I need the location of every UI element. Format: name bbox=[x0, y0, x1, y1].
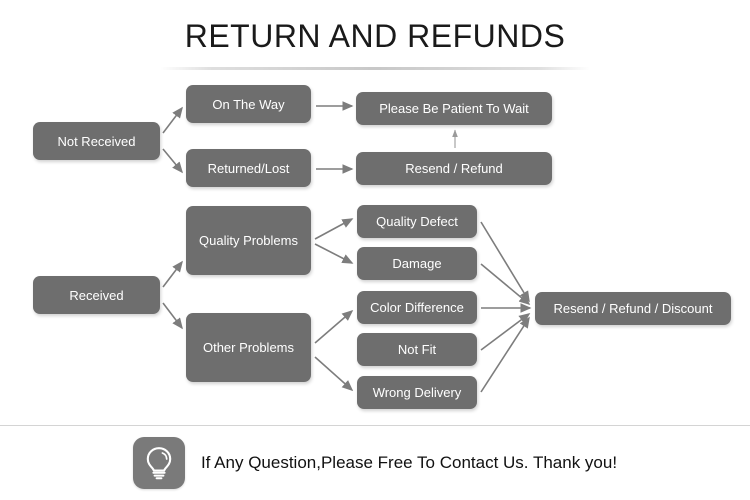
edge-wrong-delivery-final bbox=[480, 316, 530, 393]
node-wrong-delivery[interactable]: Wrong Delivery bbox=[357, 376, 477, 409]
edge-damage-final bbox=[480, 263, 531, 306]
node-label: Quality Defect bbox=[376, 214, 458, 229]
node-label: Quality Problems bbox=[199, 233, 298, 248]
node-returned-lost[interactable]: Returned/Lost bbox=[186, 149, 311, 187]
node-quality-problems[interactable]: Quality Problems bbox=[186, 206, 311, 275]
node-received[interactable]: Received bbox=[33, 276, 160, 314]
edge-other-problems-color-difference bbox=[314, 309, 354, 344]
node-label: Resend / Refund bbox=[405, 161, 503, 176]
node-label: On The Way bbox=[212, 96, 285, 112]
node-label: Color Difference bbox=[370, 300, 464, 315]
node-resend-refund[interactable]: Resend / Refund bbox=[356, 152, 552, 185]
node-label: Not Received bbox=[57, 133, 136, 149]
node-label: Not Fit bbox=[397, 342, 437, 357]
page-title: RETURN AND REFUNDS bbox=[184, 18, 566, 54]
node-label: Wrong Delivery bbox=[372, 385, 462, 400]
node-not-fit[interactable]: Not Fit bbox=[357, 333, 477, 366]
node-label: Resend / Refund / Discount bbox=[553, 301, 713, 316]
footer: If Any Question,Please Free To Contact U… bbox=[0, 432, 750, 494]
node-label: Damage bbox=[392, 256, 442, 271]
title-divider bbox=[160, 67, 590, 70]
node-please-be-patient-to-wait[interactable]: Please Be Patient To Wait bbox=[356, 92, 552, 125]
edge-quality-defect-final bbox=[480, 221, 530, 303]
node-label: Returned/Lost bbox=[207, 160, 290, 176]
footer-message: If Any Question,Please Free To Contact U… bbox=[200, 453, 618, 472]
lightbulb-badge bbox=[132, 437, 185, 489]
edge-quality-problems-quality-defect bbox=[314, 218, 354, 240]
node-label: Other Problems bbox=[202, 340, 295, 355]
node-on-the-way[interactable]: On The Way bbox=[186, 85, 311, 123]
flow-connectors bbox=[162, 101, 532, 393]
edge-not-fit-final bbox=[480, 313, 531, 351]
node-quality-defect[interactable]: Quality Defect bbox=[357, 205, 477, 238]
node-color-difference[interactable]: Color Difference bbox=[357, 291, 477, 324]
edge-not-received-returned-lost bbox=[162, 148, 184, 174]
node-not-received[interactable]: Not Received bbox=[33, 122, 160, 160]
edge-received-quality-problems bbox=[162, 260, 183, 288]
edge-not-received-on-the-way bbox=[162, 106, 183, 134]
node-resend-refund-discount[interactable]: Resend / Refund / Discount bbox=[535, 292, 731, 325]
node-label: Received bbox=[69, 287, 124, 303]
edge-other-problems-wrong-delivery bbox=[314, 356, 354, 392]
edge-received-other-problems bbox=[162, 302, 183, 330]
edge-quality-problems-damage bbox=[314, 243, 354, 264]
lightbulb-icon bbox=[146, 447, 172, 480]
node-label: Please Be Patient To Wait bbox=[379, 101, 529, 116]
footer-divider bbox=[0, 425, 750, 426]
node-other-problems[interactable]: Other Problems bbox=[186, 313, 311, 382]
node-damage[interactable]: Damage bbox=[357, 247, 477, 280]
